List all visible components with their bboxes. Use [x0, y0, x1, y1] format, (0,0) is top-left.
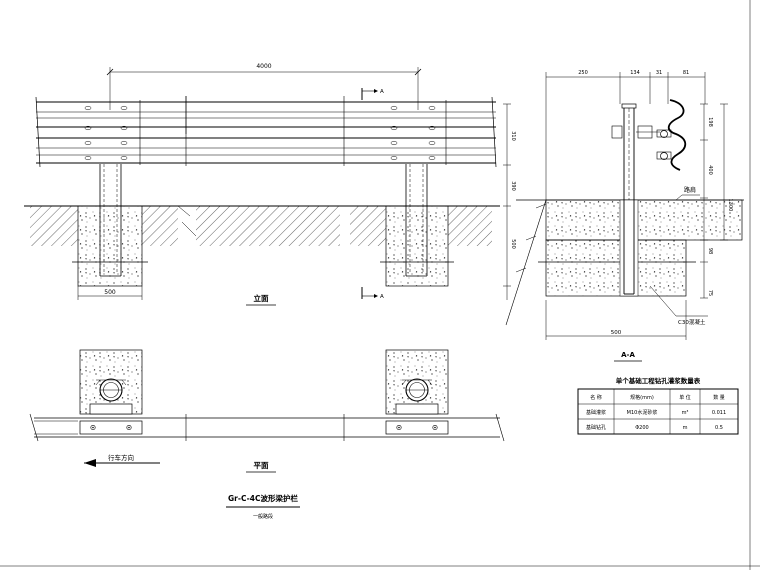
sec-dim-250: 250 [578, 70, 588, 76]
section-mark-top: A [361, 88, 384, 100]
table-header-qty: 数 量 [713, 394, 725, 401]
sec-dim-98: 98 [707, 248, 713, 254]
direction-label: 行车方向 [108, 453, 134, 462]
foundation-left: 500 [72, 205, 148, 300]
concrete-callout: C30混凝土 [649, 285, 708, 326]
table-cell: 0.011 [712, 410, 726, 416]
direction-arrow: 行车方向 [84, 453, 160, 467]
sec-dim-75: 75 [707, 290, 713, 296]
post-width-dim-label: 500 [104, 289, 116, 296]
sec-dim-81: 81 [683, 70, 689, 76]
table-cell: M10水泥砂浆 [627, 409, 658, 416]
section-foundation [505, 199, 744, 326]
sec-bottom-dim-label: 500 [611, 330, 622, 336]
foundation-right [380, 205, 454, 287]
sec-dim-134: 134 [630, 70, 640, 76]
table-cell: 基础钻孔 [586, 424, 606, 431]
elevation-right-dims: 310 390 500 [503, 103, 516, 300]
elevation-caption: 立面 [254, 293, 269, 303]
arrow-left-icon [84, 459, 96, 467]
section-mark-letter-top: A [380, 89, 384, 95]
plan-foundation-right [385, 349, 449, 435]
section-caption: A-A [621, 351, 635, 359]
concrete-label: C30混凝土 [678, 318, 706, 326]
soil-hatching [30, 205, 492, 246]
section-mark-letter-bottom: A [380, 294, 384, 300]
table-header-unit: 单 位 [679, 394, 691, 401]
section-mark-bottom: A [361, 287, 384, 300]
overall-dim-label: 4000 [256, 63, 271, 70]
section-aa-view: 250 134 31 81 [505, 70, 744, 362]
road-shoulder-callout: 路肩 [675, 186, 700, 201]
bolt-holes-right [390, 105, 436, 161]
drawing-subtitle: 一般路段 [253, 513, 273, 520]
sec-dim-400: 400 [707, 165, 713, 175]
w-beam-profile [656, 99, 687, 171]
elev-dim-500: 500 [510, 239, 516, 249]
drawing-title: Gr-C-4C波形梁护栏 [228, 493, 298, 503]
table-title: 单个基础工程钻孔灌浆数量表 [616, 376, 701, 385]
overall-dimension: 4000 [106, 63, 422, 110]
elevation-view: 4000 [24, 63, 516, 306]
road-shoulder-label: 路肩 [684, 186, 696, 194]
plan-caption: 平面 [254, 461, 269, 470]
sec-dim-198: 198 [707, 117, 713, 127]
bolt-holes-left [84, 105, 128, 161]
table-header-name: 名 称 [590, 394, 602, 401]
table-cell: 基础灌浆 [586, 409, 606, 416]
plan-view: 行车方向 平面 [29, 349, 505, 473]
elev-dim-390: 390 [510, 181, 516, 191]
beam-rails [35, 96, 497, 168]
table-cell: m³ [682, 410, 689, 416]
drawing-title-block: Gr-C-4C波形梁护栏 一般路段 [226, 493, 300, 520]
table-cell: Φ200 [635, 425, 648, 431]
sec-dim-31: 31 [656, 70, 662, 76]
table-cell: m [683, 425, 688, 431]
plan-foundation-left [79, 349, 143, 435]
table-header-spec: 规格(mm) [630, 394, 654, 401]
section-top-dims: 250 134 31 81 [545, 70, 706, 200]
section-bottom-dim: 500 [545, 300, 687, 340]
quantity-table: 单个基础工程钻孔灌浆数量表 名 称 规格(mm) 单 位 数 量 基础灌浆 M1… [577, 376, 739, 435]
table-cell: 0.5 [715, 425, 723, 431]
elev-dim-310: 310 [510, 131, 516, 141]
